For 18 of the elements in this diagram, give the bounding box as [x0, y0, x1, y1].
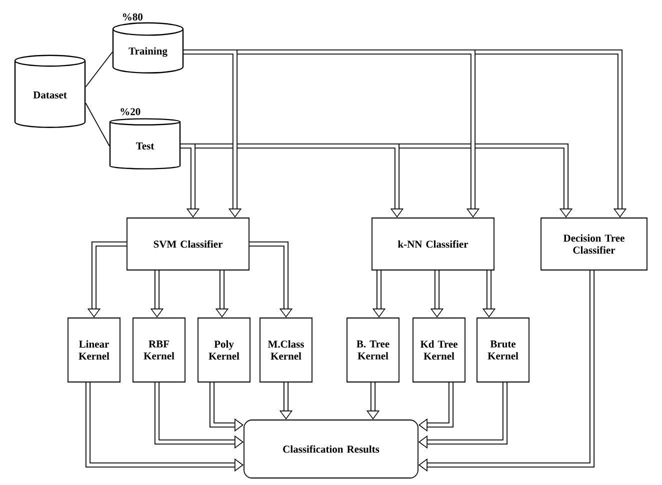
kernel-box: M.Class Kernel: [260, 318, 312, 382]
kernel-box: Poly Kernel: [198, 318, 250, 382]
kernel-box: B. Tree Kernel: [346, 318, 400, 382]
database-cylinder: Test: [109, 118, 181, 170]
kernel-box: Brute Kernel: [476, 318, 530, 382]
database-cylinder: Dataset: [14, 54, 86, 128]
classifier-box: k-NN Classifier: [372, 218, 494, 270]
database-cylinder: Training: [112, 22, 184, 74]
connector-line: [85, 102, 110, 146]
connector-line: [85, 52, 113, 88]
percentage-label: %80: [123, 13, 143, 21]
classifier-box: Decision Tree Classifier: [540, 218, 648, 270]
results-box: Classification Results: [244, 420, 418, 478]
classifier-box: SVM Classifier: [126, 218, 250, 270]
kernel-box: RBF Kernel: [132, 318, 186, 382]
kernel-box: Kd Tree Kernel: [412, 318, 466, 382]
kernel-box: Linear Kernel: [68, 318, 120, 382]
percentage-label: %20: [120, 108, 140, 116]
